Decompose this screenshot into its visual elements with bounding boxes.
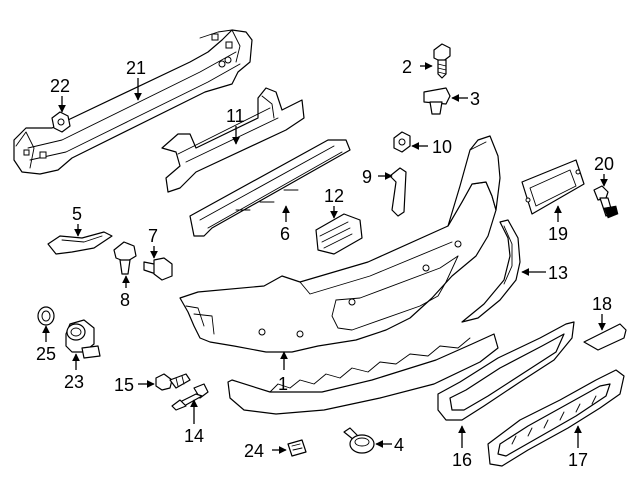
part-19-license-bracket [521,159,585,215]
callout-1: 1 [278,374,288,394]
part-15-bolt [155,373,191,391]
callout-22: 22 [50,76,70,96]
part-16-insert [437,321,575,421]
callout-numbers: 1 2 3 4 5 6 7 8 9 10 11 12 13 14 15 16 1… [36,57,614,470]
callout-3: 3 [470,89,480,109]
callout-9: 9 [362,167,372,187]
part-18-trim-strip [583,323,627,351]
callout-6: 6 [280,224,290,244]
callout-10: 10 [432,137,452,157]
part-21-reinforcement-beam [13,29,253,175]
callout-8: 8 [120,290,130,310]
callout-18: 18 [592,294,612,314]
callout-20: 20 [594,154,614,174]
part-24-clip [287,439,307,457]
part-22-nut [51,111,71,133]
part-8-push-pin [113,241,137,275]
callout-17: 17 [568,450,588,470]
callout-21: 21 [126,58,146,78]
callout-19: 19 [548,224,568,244]
callout-5: 5 [72,204,82,224]
callout-7: 7 [148,226,158,246]
part-5-bracket [47,231,113,255]
callout-14: 14 [184,426,204,446]
part-6-step-pad [189,139,351,237]
callout-24: 24 [244,441,264,461]
callout-4: 4 [394,435,404,455]
part-2-bolt [433,43,451,79]
part-13-valance [461,219,521,323]
callout-leader-lines [42,62,608,454]
part-3-push-clip [423,87,451,115]
callout-12: 12 [324,186,344,206]
part-1-bumper-cover [179,135,501,353]
part-4-plug [343,427,375,454]
part-20-bolt [593,185,619,219]
callout-16: 16 [452,450,472,470]
part-7-bolt [143,257,173,281]
part-25-grommet [37,306,55,326]
callout-25: 25 [36,344,56,364]
part-10-nut [393,131,411,153]
callout-13: 13 [548,263,568,283]
part-17-diffuser-insert [487,369,625,467]
part-12-reflector [315,213,363,255]
callout-15: 15 [114,375,134,395]
part-lower-diffuser [227,333,499,415]
callout-11: 11 [226,106,245,126]
part-23-parking-sensor [65,319,101,359]
callout-23: 23 [64,372,84,392]
part-14-push-pin [171,383,209,411]
callout-2: 2 [402,57,412,77]
part-9-bracket [389,167,407,217]
